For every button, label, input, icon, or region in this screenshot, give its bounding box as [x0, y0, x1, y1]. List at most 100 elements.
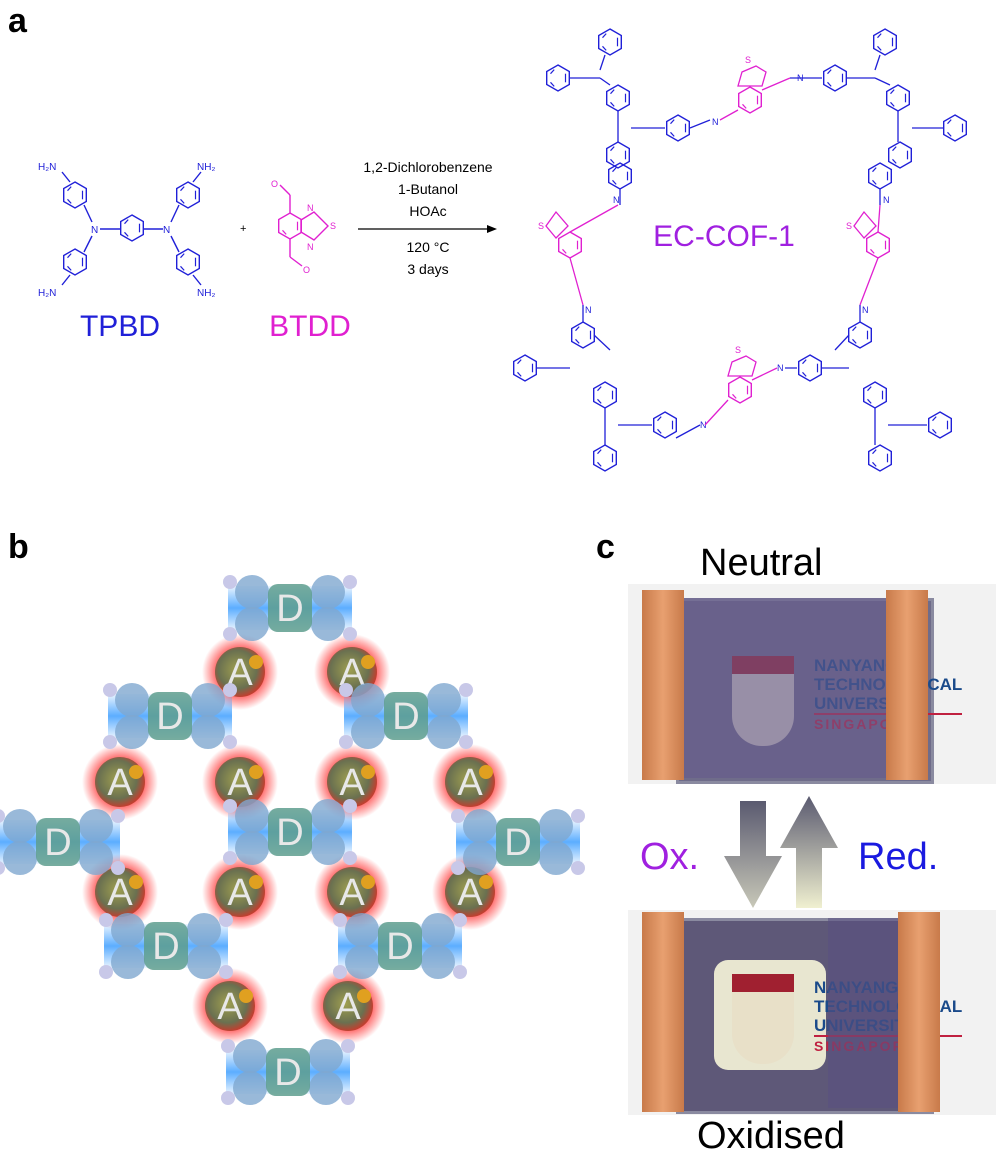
acceptor-unit: A	[314, 854, 390, 930]
copper-tape-right-neutral	[886, 590, 928, 780]
imine-n-4: N	[883, 195, 890, 205]
tpbd-structure: N N H₂N H₂N NH₂ NH₂	[38, 162, 215, 299]
reaction-conditions: 1,2-Dichlorobenzene 1-Butanol HOAc 120 °…	[358, 159, 497, 277]
donor-unit: D	[223, 575, 357, 641]
acceptor-unit: A	[202, 854, 278, 930]
copper-tape-left-oxidised	[642, 912, 684, 1112]
phenyl-ring	[79, 809, 113, 843]
terminal-atom	[333, 913, 347, 927]
sulfur-atom	[479, 765, 493, 779]
terminal-atom	[343, 799, 357, 813]
neutral-label: Neutral	[700, 542, 823, 584]
tpbd-amine-br: NH₂	[197, 288, 215, 299]
oxidised-label: Oxidised	[697, 1115, 845, 1157]
sulfur-atom	[249, 655, 263, 669]
donor-unit: D	[451, 809, 585, 875]
donor-label: D	[44, 822, 71, 864]
phenyl-ring	[191, 715, 225, 749]
terminal-atom	[453, 965, 467, 979]
terminal-atom	[0, 861, 5, 875]
terminal-atom	[459, 683, 473, 697]
sulfur-atom	[479, 875, 493, 889]
cof-s-1: S	[745, 55, 751, 65]
sulfur-atom	[129, 875, 143, 889]
btdd-n-bottom: N	[307, 242, 314, 252]
sulfur-atom	[249, 875, 263, 889]
phenyl-ring	[345, 913, 379, 947]
terminal-atom	[571, 861, 585, 875]
device-photo-oxidised: NANYANG TECHNOLOGICAL UNIVERSITY SINGAPO…	[628, 910, 996, 1115]
tpbd-amine-tl: H₂N	[38, 162, 56, 173]
donor-unit: D	[221, 1039, 355, 1105]
terminal-atom	[223, 851, 237, 865]
device-photo-neutral: NANYANG TECHNOLOGICAL UNIVERSITY SINGAPO…	[628, 584, 996, 784]
phenyl-ring	[539, 809, 573, 843]
phenyl-ring	[187, 945, 221, 979]
sulfur-atom	[361, 875, 375, 889]
acceptor-label: A	[339, 872, 365, 914]
phenyl-ring	[233, 1071, 267, 1105]
phenyl-ring	[351, 715, 385, 749]
btdd-o-top: O	[271, 179, 278, 189]
panel-b-letter: b	[8, 528, 29, 566]
phenyl-ring	[191, 683, 225, 717]
terminal-atom	[451, 861, 465, 875]
phenyl-ring	[111, 913, 145, 947]
phenyl-ring	[309, 1039, 343, 1073]
terminal-atom	[99, 965, 113, 979]
donor-label: D	[504, 822, 531, 864]
phenyl-ring	[311, 575, 345, 609]
terminal-atom	[343, 851, 357, 865]
phenyl-ring	[427, 683, 461, 717]
terminal-atom	[99, 913, 113, 927]
acceptor-unit: A	[192, 968, 268, 1044]
cof-s-4: S	[735, 345, 741, 355]
terminal-atom	[333, 965, 347, 979]
donor-label: D	[276, 588, 303, 630]
donor-label: D	[152, 926, 179, 968]
phenyl-ring	[235, 575, 269, 609]
phenyl-ring	[235, 799, 269, 833]
terminal-atom	[571, 809, 585, 823]
terminal-atom	[339, 683, 353, 697]
sulfur-atom	[239, 989, 253, 1003]
donor-core	[144, 922, 188, 970]
imine-n-1: N	[712, 117, 719, 127]
tpbd-amine-tr: NH₂	[197, 162, 215, 173]
phenyl-ring	[3, 841, 37, 875]
phenyl-ring	[311, 799, 345, 833]
reduction-label: Red.	[858, 836, 939, 878]
phenyl-ring	[79, 841, 113, 875]
terminal-atom	[459, 735, 473, 749]
phenyl-ring	[111, 945, 145, 979]
sulfur-atom	[361, 655, 375, 669]
phenyl-ring	[235, 831, 269, 865]
btdd-o-bottom: O	[303, 265, 310, 275]
donor-unit: D	[0, 809, 125, 875]
phenyl-ring	[115, 715, 149, 749]
donor-label: D	[274, 1052, 301, 1094]
donor-core	[268, 808, 312, 856]
phenyl-ring	[427, 715, 461, 749]
imine-n-7: N	[700, 420, 707, 430]
terminal-atom	[223, 627, 237, 641]
terminal-atom	[339, 735, 353, 749]
tpbd-n-left: N	[91, 225, 98, 236]
product-label: EC-COF-1	[653, 220, 795, 253]
phenyl-ring	[115, 683, 149, 717]
acceptor-label: A	[217, 986, 243, 1028]
acceptor-unit: A	[432, 744, 508, 820]
donor-label: D	[156, 696, 183, 738]
condition-solvent-1: 1,2-Dichlorobenzene	[363, 159, 492, 175]
terminal-atom	[223, 575, 237, 589]
donor-core	[36, 818, 80, 866]
sulfur-atom	[357, 989, 371, 1003]
terminal-atom	[343, 627, 357, 641]
oxidation-label: Ox.	[640, 836, 700, 878]
oxidation-arrow	[724, 801, 782, 908]
condition-time: 3 days	[407, 261, 448, 277]
terminal-atom	[221, 1091, 235, 1105]
imine-n-2: N	[797, 73, 804, 83]
phenyl-ring	[463, 841, 497, 875]
